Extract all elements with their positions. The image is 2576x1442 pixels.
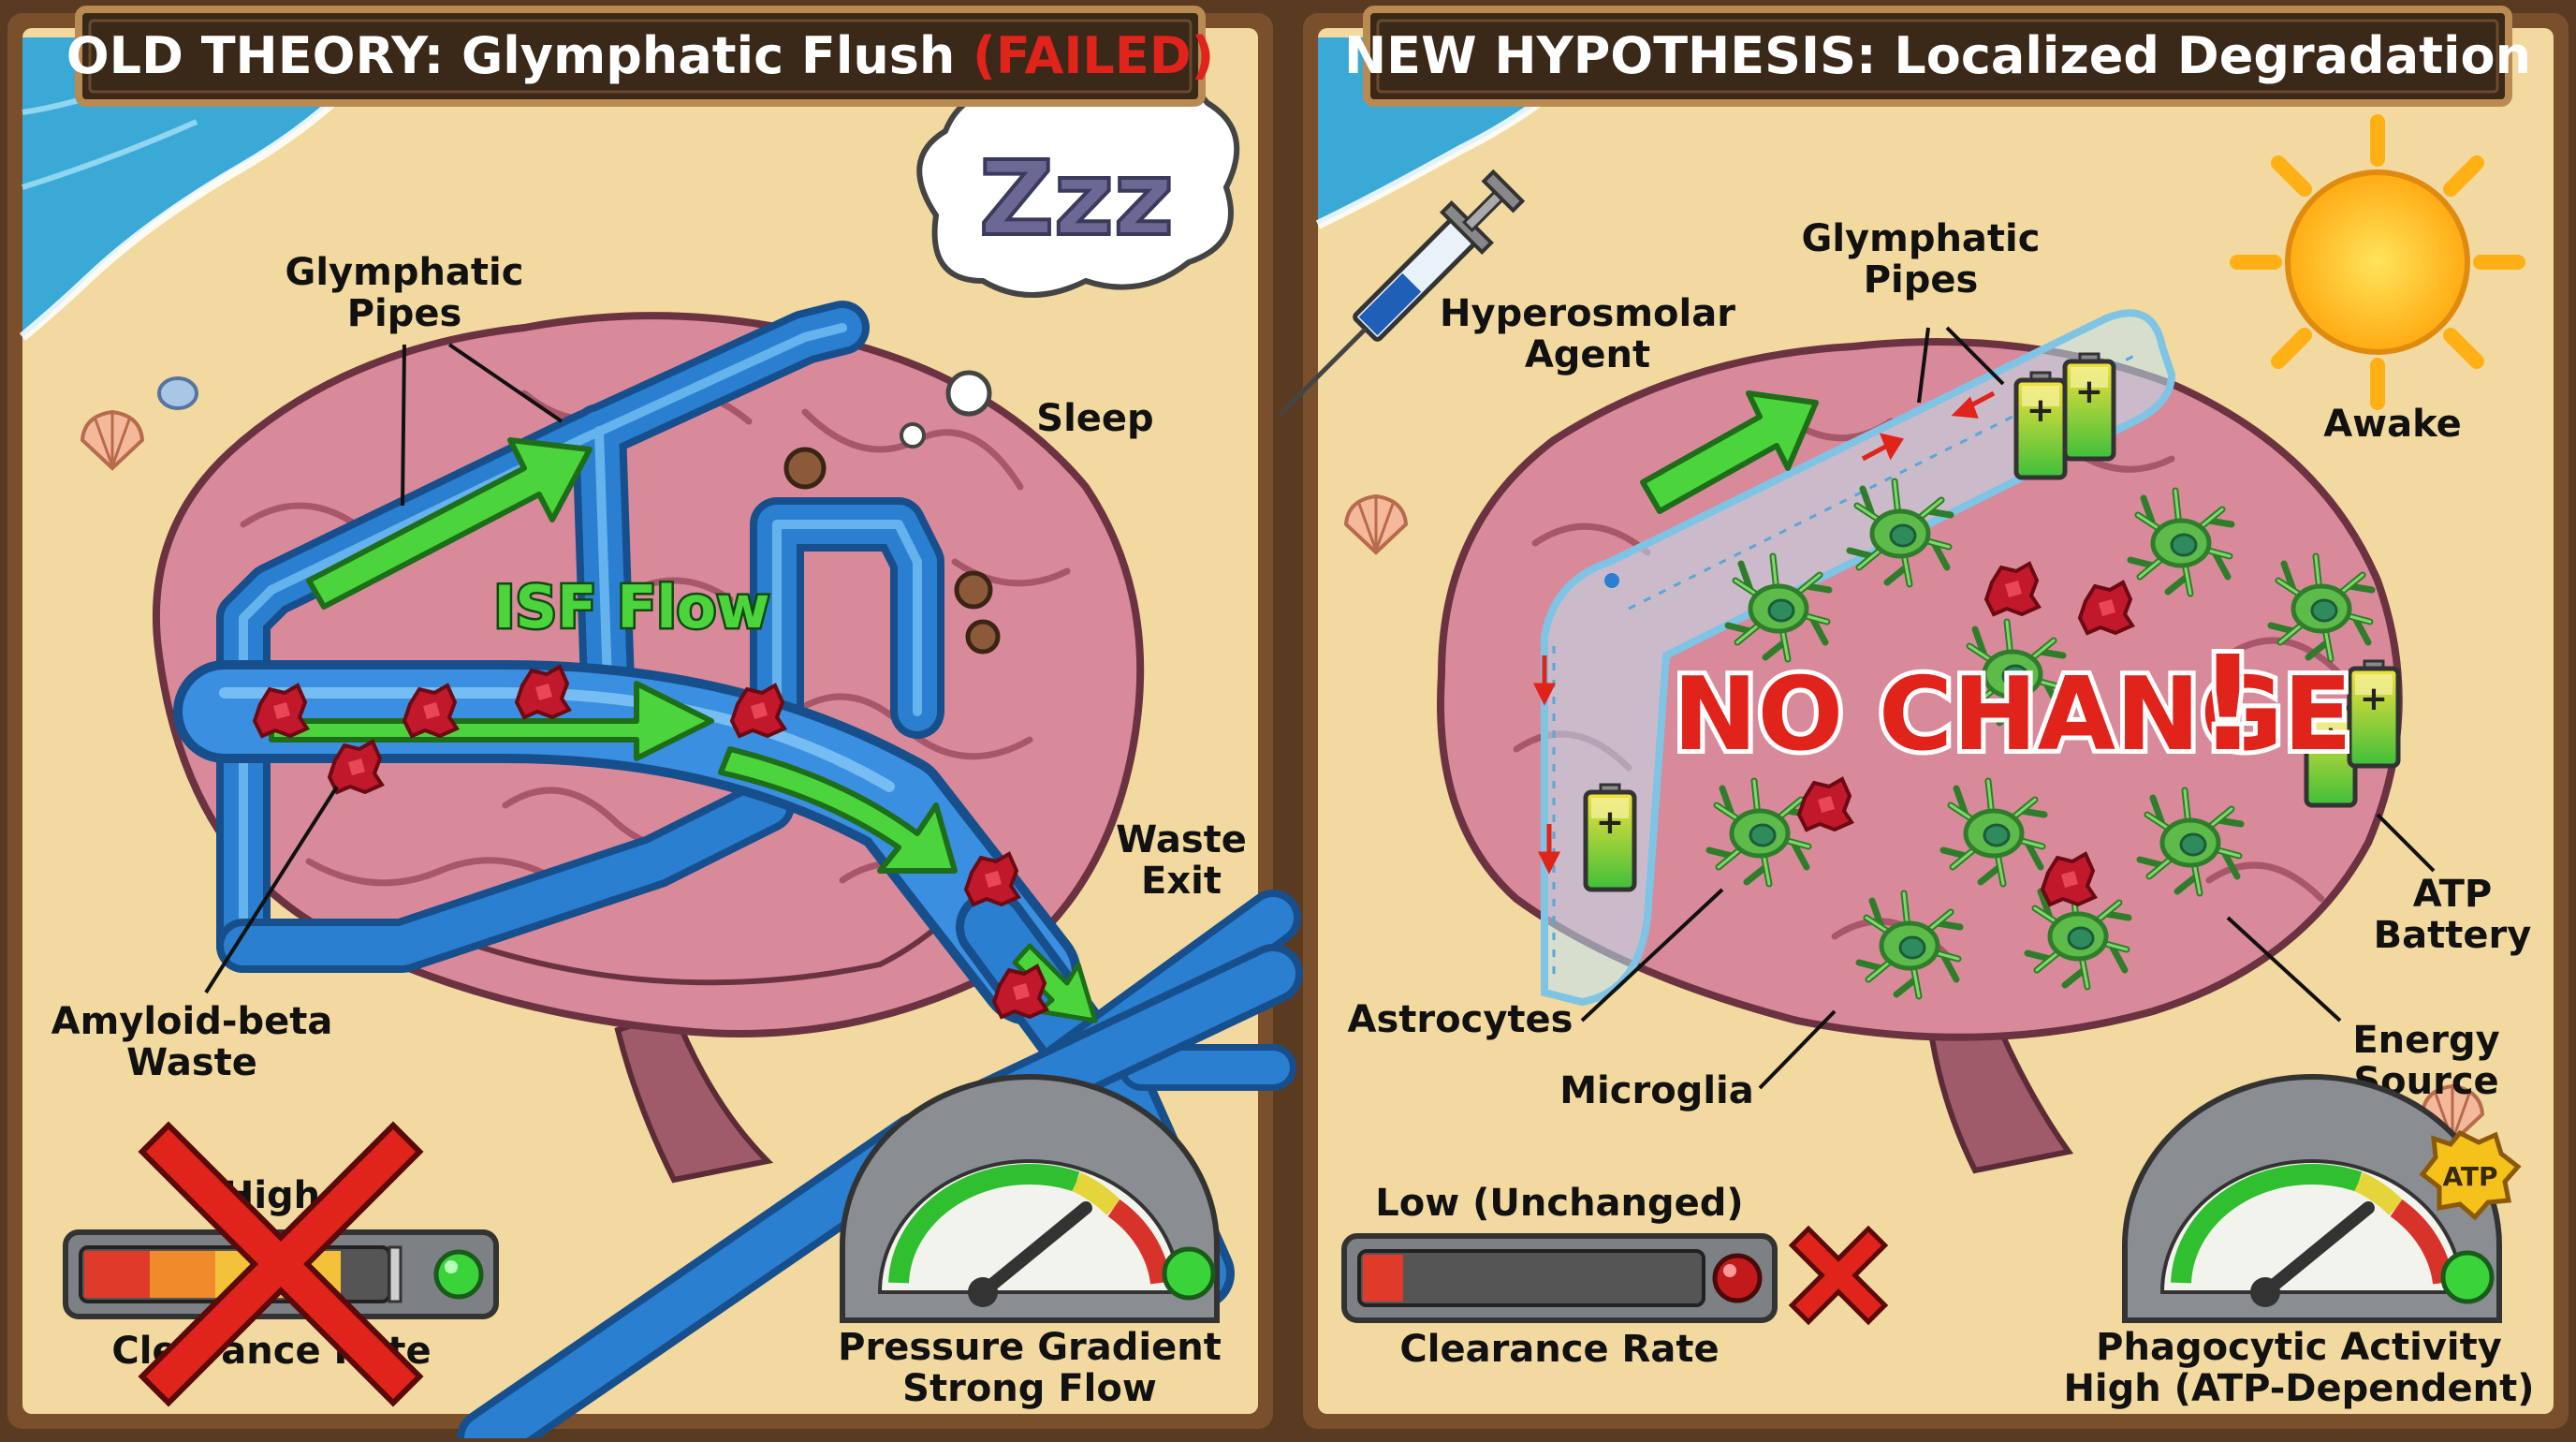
phagocytic-gauge-caption-line2: High (ATP-Dependent) bbox=[2063, 1367, 2534, 1410]
left-clearance-meter: High Clearance Rate bbox=[63, 1121, 499, 1407]
atp-battery-label: ATP bbox=[2413, 873, 2492, 916]
hyperosmolar-agent-label-line2: Agent bbox=[1525, 333, 1650, 376]
atp-battery-label-line2: Battery bbox=[2374, 914, 2532, 957]
phagocytic-gauge-caption: Phagocytic Activity bbox=[2096, 1326, 2502, 1369]
atp-battery-icon bbox=[2065, 354, 2114, 459]
failed-cross-icon bbox=[138, 1121, 424, 1407]
right-pipes-label-line2: Pipes bbox=[1864, 258, 1979, 302]
no-change-exclamation: ! bbox=[2198, 628, 2258, 781]
right-flow-arrow bbox=[1640, 390, 1819, 514]
awake-label: Awake bbox=[2323, 403, 2462, 446]
left-pipes-label: Glymphatic bbox=[285, 251, 524, 294]
left-panel: Zzz Glymphatic Pipes Sleep ISF Flow Wast… bbox=[7, 6, 1303, 1442]
zzz-text: Zzz bbox=[979, 139, 1174, 258]
valve-wheel-icon bbox=[965, 619, 1001, 655]
atp-battery-icon bbox=[2016, 373, 2065, 478]
sleep-label: Sleep bbox=[1036, 397, 1153, 440]
pebble-icon bbox=[157, 376, 198, 410]
right-clearance-caption: Clearance Rate bbox=[1399, 1328, 1719, 1371]
astrocytes-label: Astrocytes bbox=[1348, 998, 1573, 1041]
microglia-label: Microglia bbox=[1559, 1069, 1753, 1112]
right-clearance-level-label: Low (Unchanged) bbox=[1375, 1182, 1743, 1225]
valve-wheel-icon bbox=[954, 570, 993, 610]
right-pipes-label: Glymphatic bbox=[1802, 217, 2041, 260]
right-title-banner: NEW HYPOTHESIS: Localized Degradation bbox=[1344, 6, 2531, 107]
right-clearance-meter: Low (Unchanged) Clearance Rate bbox=[1341, 1182, 1889, 1371]
waste-exit-label: Waste bbox=[1116, 818, 1247, 861]
right-clearance-fill bbox=[1363, 1255, 1403, 1302]
syringe-icon bbox=[1278, 169, 1526, 417]
phagocytic-gauge: ATP Phagocytic Activity High (ATP-Depend… bbox=[2063, 1074, 2535, 1410]
atp-badge-text: ATP bbox=[2442, 1161, 2497, 1192]
left-pipes-label-line2: Pipes bbox=[347, 292, 462, 335]
waste-exit-label-line2: Exit bbox=[1141, 860, 1222, 903]
sun-icon bbox=[2230, 114, 2525, 410]
agent-droplet-icon bbox=[1604, 573, 1619, 588]
amyloid-beta-label-line2: Waste bbox=[126, 1041, 257, 1084]
right-panel: NO CHANGE ! Glymphatic Pipes Hyperosmola… bbox=[1278, 6, 2569, 1429]
atp-battery-icon bbox=[2349, 661, 2398, 766]
pressure-gauge-caption: Pressure Gradient bbox=[838, 1326, 1222, 1369]
valve-wheel-icon bbox=[783, 447, 827, 490]
amyloid-beta-label: Amyloid-beta bbox=[51, 1000, 333, 1043]
energy-source-label: Energy bbox=[2352, 1019, 2499, 1062]
left-flow-arrows bbox=[269, 437, 1098, 1023]
left-glymphatic-pipes bbox=[173, 301, 1303, 1442]
left-title-banner: OLD THEORY: Glymphatic Flush (FAILED) bbox=[66, 6, 1214, 107]
right-title: NEW HYPOTHESIS: Localized Degradation bbox=[1344, 26, 2531, 85]
unchanged-cross-icon bbox=[1788, 1225, 1889, 1326]
sleep-thought-bubble: Zzz bbox=[900, 66, 1240, 449]
atp-badge-icon: ATP bbox=[2419, 1129, 2522, 1221]
left-title-status: (FAILED) bbox=[973, 26, 1214, 85]
left-title: OLD THEORY: Glymphatic Flush (FAILED) bbox=[66, 26, 1214, 85]
no-change-label: NO CHANGE bbox=[1673, 656, 2352, 773]
hyperosmolar-agent-label: Hyperosmolar bbox=[1440, 292, 1735, 335]
left-title-text: OLD THEORY: Glymphatic Flush bbox=[66, 26, 973, 85]
atp-battery-icon bbox=[1586, 785, 1634, 890]
pressure-gauge: Pressure Gradient Strong Flow bbox=[838, 1074, 1222, 1410]
pressure-gauge-caption-line2: Strong Flow bbox=[902, 1367, 1157, 1410]
isf-flow-label: ISF Flow bbox=[493, 573, 769, 641]
left-ocean bbox=[22, 37, 393, 337]
